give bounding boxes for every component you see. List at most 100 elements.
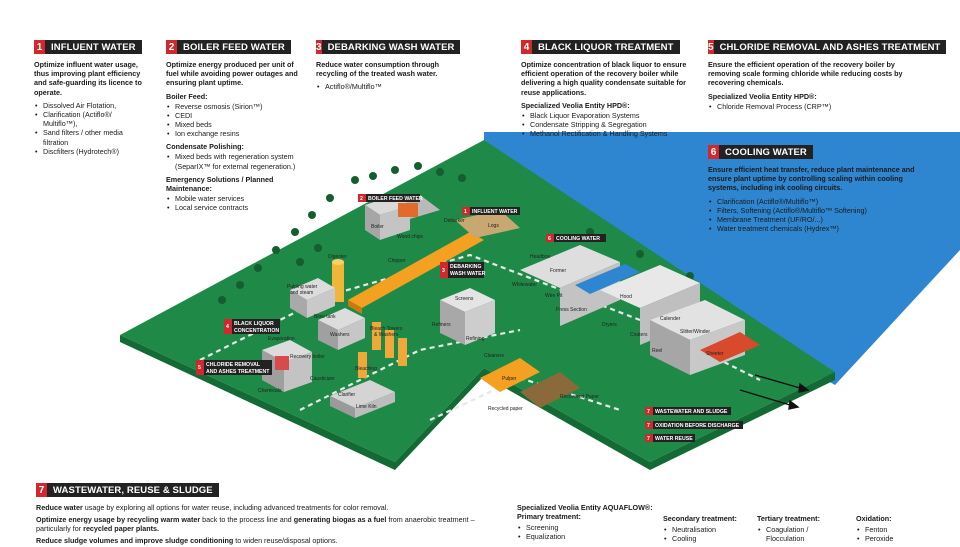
section-number: 7	[36, 483, 47, 497]
label-washers: Washers	[330, 332, 350, 338]
section-title: DEBARKING WASH WATER	[321, 40, 461, 54]
ground-edge-left	[120, 335, 395, 470]
label-blow-tank: Blow tank	[314, 314, 336, 320]
emergency-solutions-title: Emergency Solutions / Planned Maintenanc…	[166, 174, 274, 193]
label-pulping-water: Pulping water	[287, 284, 318, 290]
list-item: Water treatment chemicals (Hydrex™)	[708, 224, 928, 233]
svg-text:WATER REUSE: WATER REUSE	[655, 436, 693, 442]
svg-text:4: 4	[226, 324, 229, 330]
section-number: 2	[166, 40, 177, 54]
label-coaters: Coaters	[630, 332, 648, 338]
water-body	[484, 132, 960, 385]
diagram-labels: Boiler Wood chips Debarker Logs Digester…	[258, 218, 724, 412]
label-refining: Refining	[466, 336, 485, 342]
list-item: Peroxide	[856, 534, 926, 543]
section-intro: Ensure the efficient operation of the re…	[708, 60, 903, 88]
veolia-entity-title: Specialized Veolia Entity HPD®:	[521, 100, 630, 110]
veolia-entity-title: Specialized Veolia Entity HPD®:	[708, 91, 817, 101]
pulping-building	[290, 278, 335, 318]
svg-text:INFLUENT WATER: INFLUENT WATER	[472, 209, 518, 215]
section-intro: Reduce water consumption through recycli…	[316, 60, 439, 79]
list-item: Clarification (Actiflo®/ Multiflo™),	[34, 110, 146, 128]
label-and-steam: and steam	[290, 290, 313, 296]
svg-text:1: 1	[464, 209, 467, 215]
list-item: Fenton	[856, 525, 926, 534]
label-bleach-towers: Bleach Towers	[370, 326, 403, 332]
primary-treatment-list: Screening Equalization	[517, 523, 657, 542]
label-recycled-paper: Recycled paper	[488, 406, 523, 412]
solution-list: Dissolved Air Flotation, Clarification (…	[34, 101, 146, 156]
finishing-hall	[650, 300, 760, 375]
label-chemicals: Chemicals	[258, 388, 282, 394]
list-item: Cooling	[663, 534, 753, 543]
list-item: Actiflo®/Multiflo™	[316, 82, 456, 91]
svg-text:6: 6	[548, 236, 551, 242]
svg-text:OXIDATION BEFORE DISCHARGE: OXIDATION BEFORE DISCHARGE	[655, 423, 740, 429]
svg-text:DEBARKING: DEBARKING	[450, 264, 481, 270]
label-recovery-boiler: Recovery boiler	[290, 354, 325, 360]
tag-wastewater-sludge: 7 WASTEWATER AND SLUDGE	[645, 407, 731, 415]
list-item: CEDI	[166, 111, 302, 120]
list-item: Neutralisation	[663, 525, 753, 534]
oxidation-title: Oxidation:	[856, 514, 892, 523]
label-dryers: Dryers	[602, 322, 617, 328]
label-boiler: Boiler	[371, 224, 384, 230]
label-refiners: Refiners	[432, 322, 451, 328]
list-item: Mixed beds	[166, 120, 302, 129]
label-cleaners: Cleaners	[484, 353, 505, 359]
lime-kiln-area	[330, 380, 395, 418]
section-intro: Optimize concentration of black liquor t…	[521, 60, 687, 97]
tag-cooling-water: 6 COOLING WATER	[546, 234, 606, 242]
tag-black-liquor-concentration: 4 BLACK LIQUOR CONCENTRATION	[224, 319, 280, 334]
tag-chloride-removal: 5 CHLORIDE REMOVAL AND ASHES TREATMENT	[196, 360, 272, 375]
label-chipper: Chipper	[388, 258, 406, 264]
label-headbox: Headbox	[530, 254, 551, 260]
list-item: Mobile water services	[166, 194, 302, 203]
primary-treatment-title: Primary treatment:	[517, 512, 581, 521]
discharge-arrows	[739, 374, 810, 410]
list-item: Dissolved Air Flotation,	[34, 101, 146, 110]
list-item: Coagulation / Flocculation	[757, 525, 847, 543]
list-item: Methanol Rectification & Handling System…	[521, 129, 693, 138]
boiler-feed-list: Reverse osmosis (Sirion™) CEDI Mixed bed…	[166, 102, 302, 139]
svg-text:7: 7	[647, 436, 650, 442]
label-wood-chips: Wood chips	[397, 234, 424, 240]
list-item: Equalization	[517, 532, 657, 541]
list-item: Filters, Softening (Actiflo®/Multiflo™ S…	[708, 206, 928, 215]
svg-text:WASH WATER: WASH WATER	[450, 271, 486, 277]
list-item: Reverse osmosis (Sirion™)	[166, 102, 302, 111]
label-former: Former	[550, 268, 566, 274]
label-evaporation: Evaporation	[268, 336, 295, 342]
label-bleaching: Bleaching	[355, 366, 377, 372]
section-title: INFLUENT WATER	[45, 40, 142, 54]
label-recovered-paper: Recovered Paper	[560, 394, 599, 400]
aquaflow-primary: Specialized Veolia Entity AQUAFLOW®: Pri…	[517, 503, 657, 542]
label-wire-pit: Wire Pit	[545, 293, 563, 299]
list-item: Condensate Stripping & Segregation	[521, 120, 693, 129]
tag-boiler-feed-water: 2 BOILER FEED WATER	[358, 194, 423, 202]
label-press-section: Press Section	[556, 307, 587, 313]
secondary-treatment-title: Secondary treatment:	[663, 514, 737, 523]
section-title: COOLING WATER	[719, 145, 813, 159]
label-causticizer: Causticizer	[310, 376, 335, 382]
list-item: Chloride Removal Process (CRP™)	[708, 102, 928, 111]
section-number: 1	[34, 40, 45, 54]
boiler-feed-title: Boiler Feed:	[166, 91, 208, 101]
label-calender: Calender	[660, 316, 681, 322]
solution-list: Clarification (Actiflo®/Multiflo™) Filte…	[708, 197, 928, 234]
section-intro: Ensure efficient heat transfer, reduce p…	[708, 165, 915, 193]
screens-building	[440, 288, 495, 345]
aquaflow-oxidation: Oxidation: Fenton Peroxide	[856, 514, 926, 544]
section-intro: Optimize energy produced per unit of fue…	[166, 60, 298, 88]
label-sheeter: Sheeter	[706, 351, 724, 357]
label-clarifier: Clarifier	[338, 392, 356, 398]
